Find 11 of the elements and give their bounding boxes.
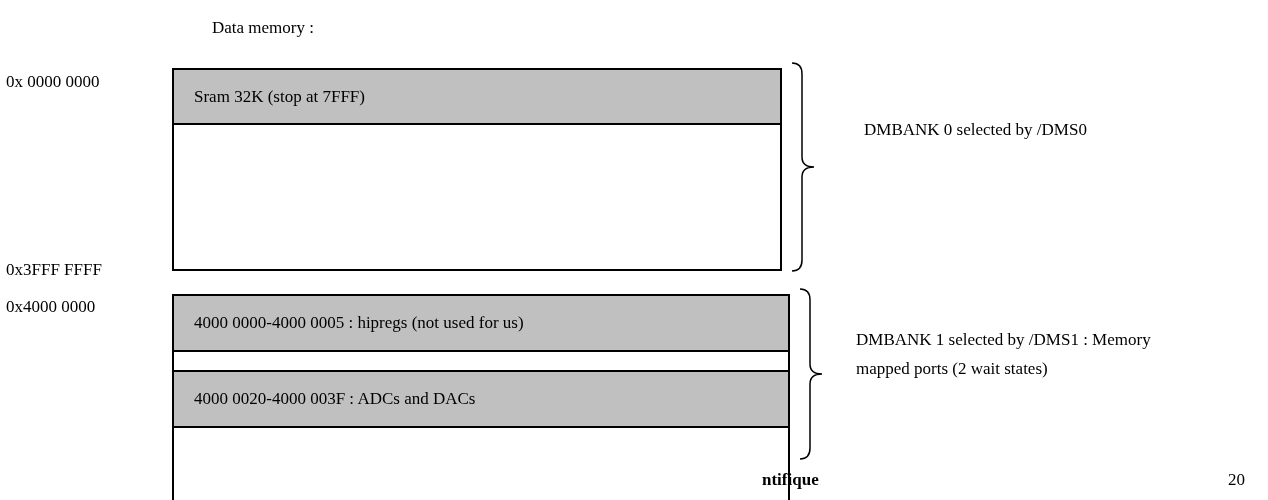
- memory-region-band: 4000 0020-4000 003F : ADCs and DACs: [172, 370, 790, 428]
- bank-label: DMBANK 1 selected by /DMS1 : Memory mapped ports (2 wait states): [856, 329, 1152, 380]
- address-label: 0x 0000 0000: [6, 72, 100, 93]
- page-number: 20: [1228, 470, 1245, 491]
- address-label: 0x3FFF FFFF: [6, 260, 102, 281]
- memory-region-band: Sram 32K (stop at 7FFF): [172, 68, 782, 125]
- memory-bank-box: [172, 68, 782, 271]
- title: Data memory :: [212, 18, 314, 39]
- address-label: 0x4000 0000: [6, 297, 96, 318]
- bank-label: DMBANK 0 selected by /DMS0: [864, 120, 1087, 141]
- memory-region-band: 4000 0000-4000 0005 : hipregs (not used for us): [172, 294, 790, 352]
